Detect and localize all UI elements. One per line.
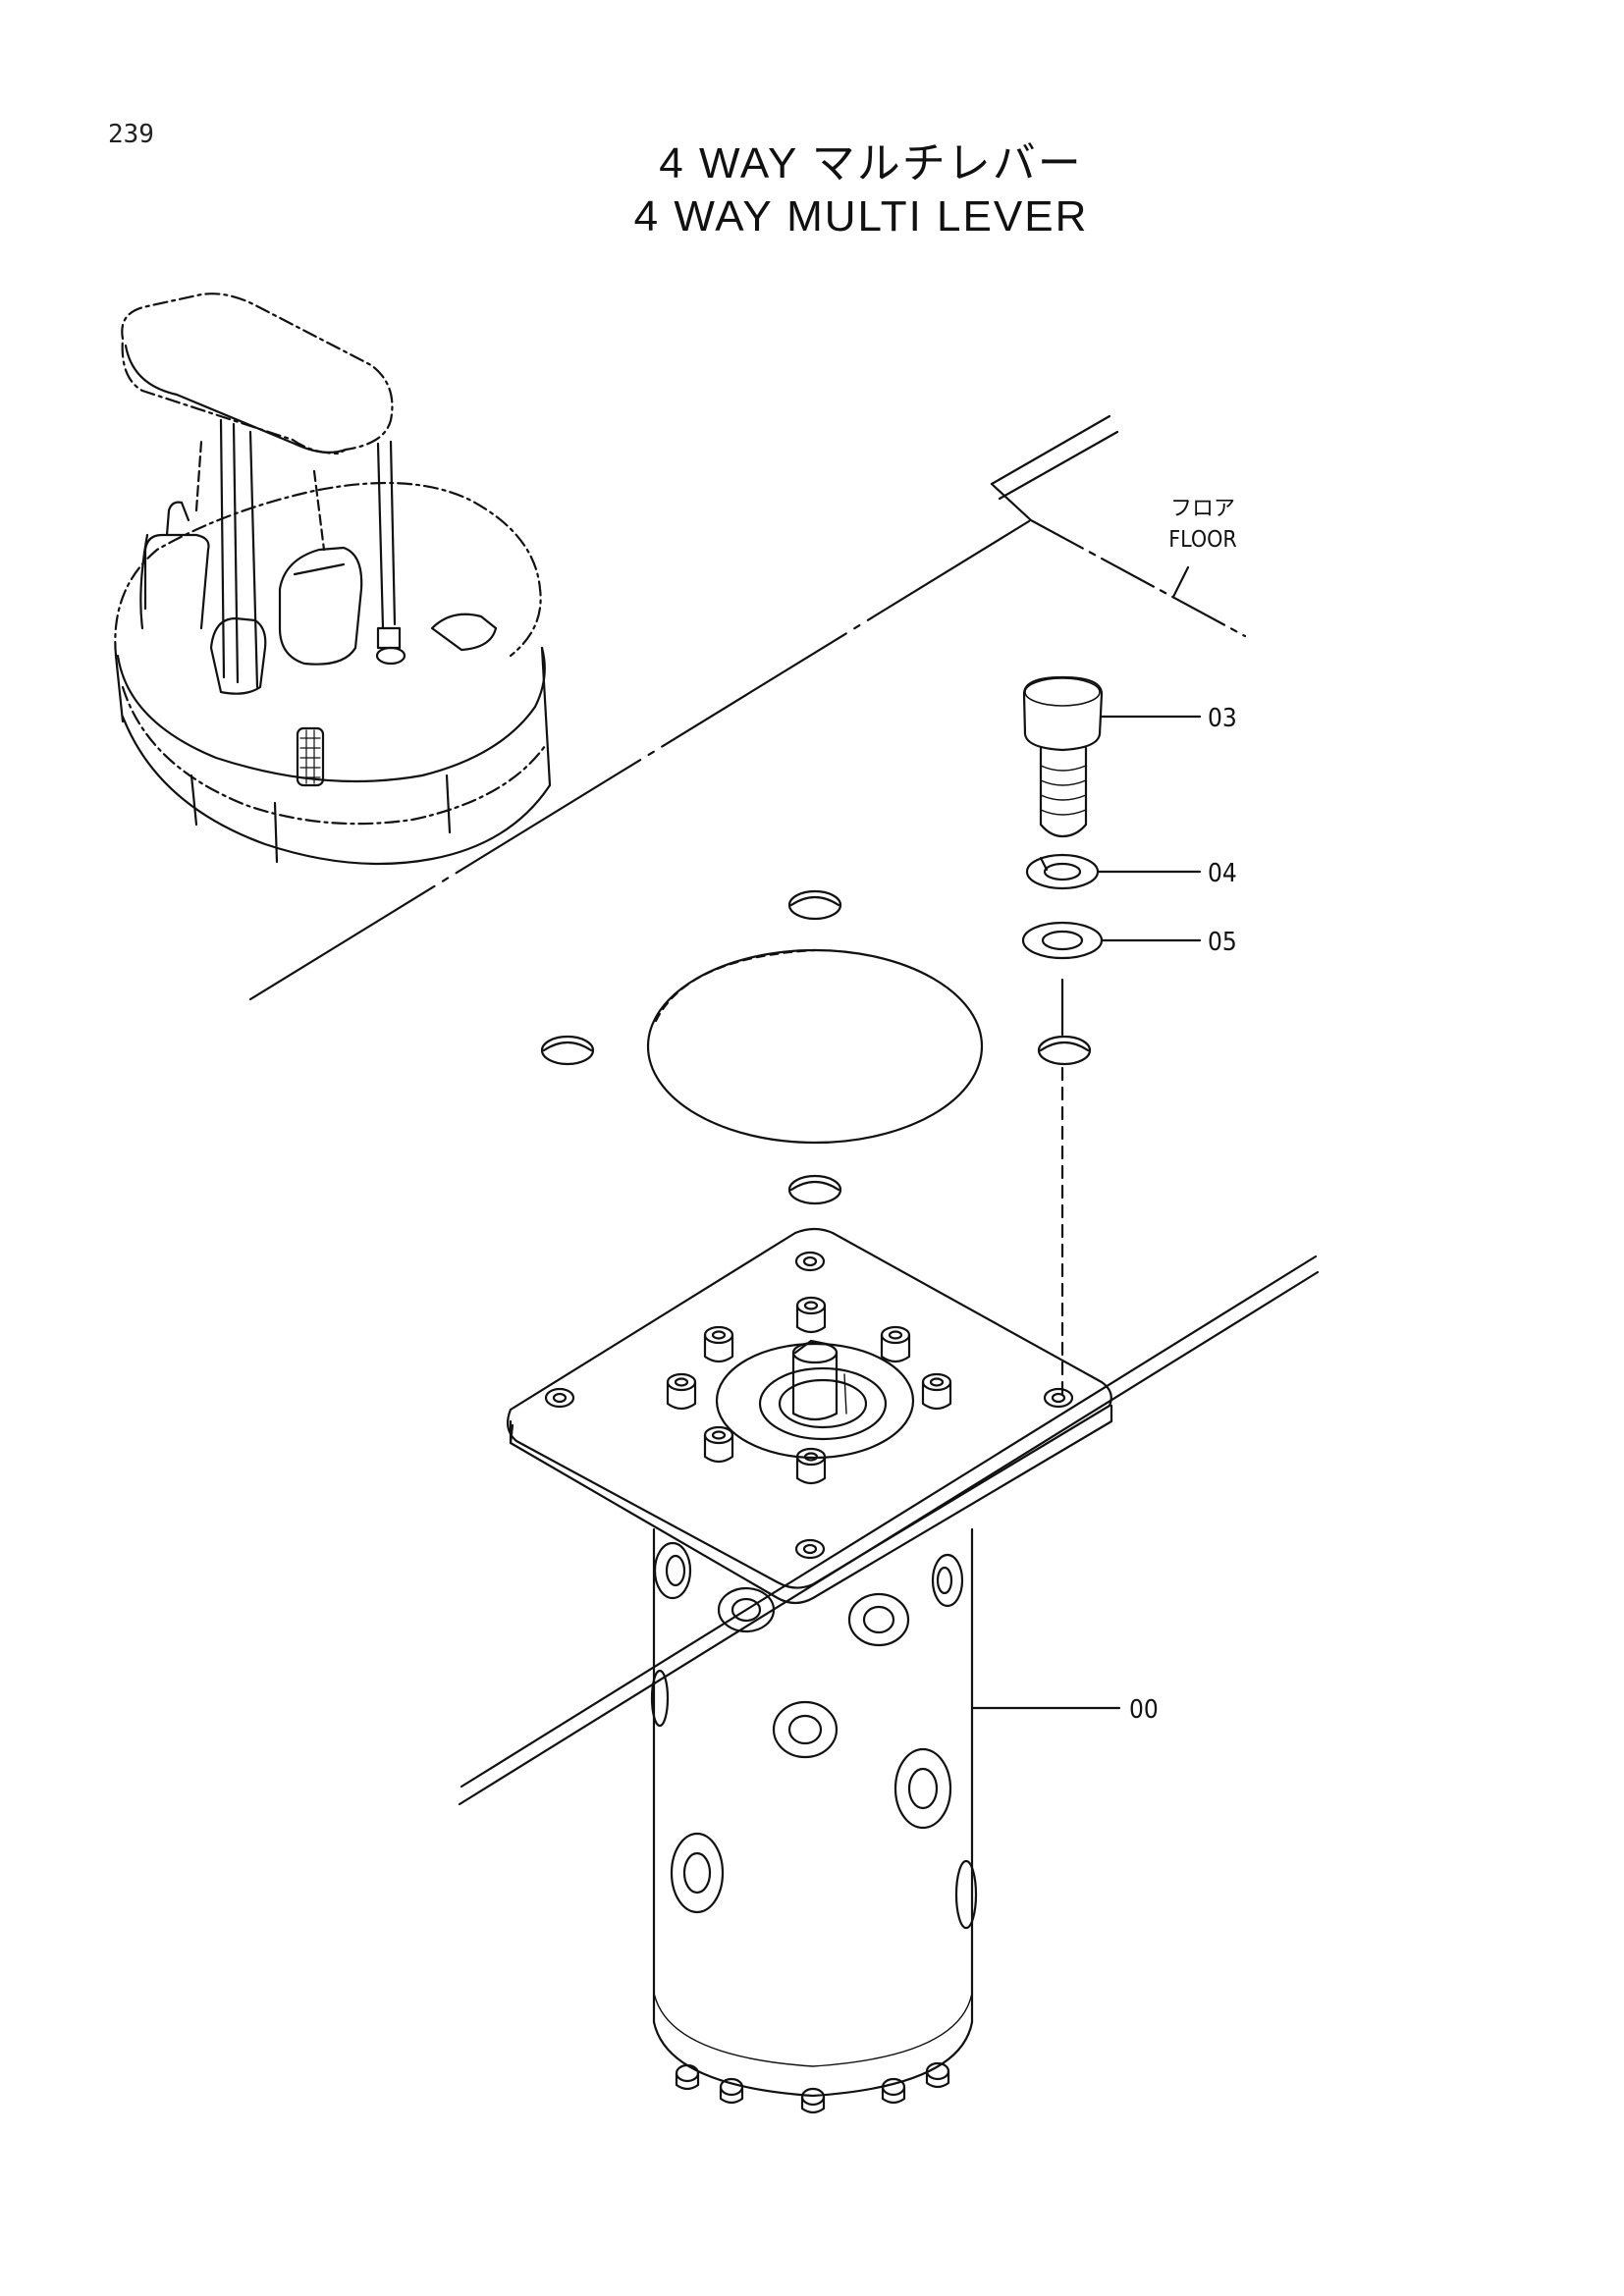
floor-hole-bottom bbox=[787, 1174, 842, 1205]
multi-lever-valve-part-00 bbox=[506, 1227, 1113, 2114]
diagram-title: 4 WAY マルチレバー 4 WAY MULTI LEVER bbox=[0, 137, 1624, 243]
spring-washer-part-04 bbox=[1025, 853, 1100, 890]
callout-label-05: 05 bbox=[1208, 928, 1237, 957]
callout-label-04: 04 bbox=[1208, 859, 1237, 888]
title-japanese: 4 WAY マルチレバー bbox=[659, 139, 1083, 187]
floor-cutout bbox=[540, 889, 1092, 1205]
callout-label-00: 00 bbox=[1129, 1695, 1159, 1725]
floor-label-english: FLOOR bbox=[1168, 527, 1237, 553]
floor-plane-lines bbox=[248, 414, 1320, 1806]
port-holes bbox=[650, 1541, 978, 1930]
push-rod-bosses bbox=[666, 1296, 952, 1485]
floor-hole-left bbox=[540, 1035, 595, 1066]
floor-hole-top bbox=[787, 889, 842, 921]
page-number: 239 bbox=[108, 120, 154, 149]
flat-washer-part-05 bbox=[1021, 921, 1104, 960]
bolt-part-03 bbox=[1022, 675, 1104, 838]
filter-element bbox=[296, 726, 325, 787]
floor-label-japanese: フロア bbox=[1170, 497, 1235, 521]
excavator-cab-illustration bbox=[114, 293, 552, 866]
bottom-plungers bbox=[675, 2061, 950, 2114]
callout-label-03: 03 bbox=[1208, 704, 1237, 733]
floor-hole-right bbox=[1037, 1035, 1092, 1066]
title-english: 4 WAY MULTI LEVER bbox=[633, 192, 1089, 240]
